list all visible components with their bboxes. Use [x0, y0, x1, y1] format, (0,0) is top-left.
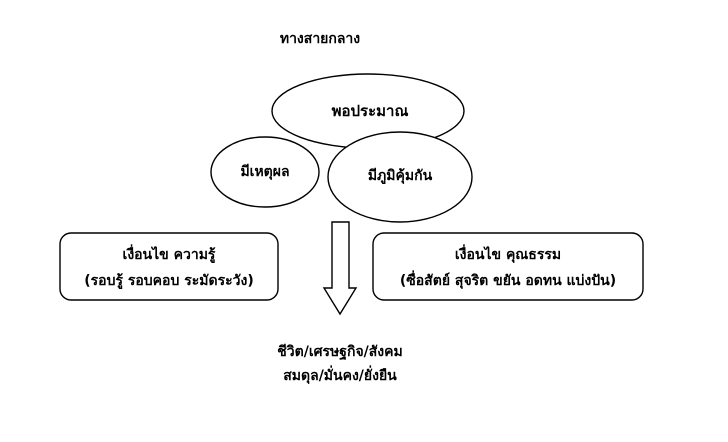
- down-arrow-icon: [322, 221, 358, 316]
- result-line-1: ชีวิต/เศรษฐกิจ/สังคม: [277, 344, 403, 360]
- label-moderation: พอประมาณ: [331, 102, 409, 120]
- virtue-condition-detail: (ซื่อสัตย์ สุจริต ขยัน อดทน แบ่งปัน): [399, 273, 617, 289]
- ellipse-reasonableness: [210, 136, 320, 208]
- virtue-condition-title: เงื่อนไข คุณธรรม: [454, 247, 562, 263]
- knowledge-condition-title: เงื่อนไข ความรู้: [122, 247, 216, 263]
- result-line-2: สมดุล/มั่นคง/ยั่งยืน: [283, 368, 397, 384]
- box-virtue: [372, 232, 644, 301]
- box-knowledge: [59, 232, 279, 301]
- label-reasonableness: มีเหตุผล: [240, 164, 290, 180]
- diagram-title: ทางสายกลาง: [279, 31, 361, 47]
- ellipse-immunity: [327, 131, 473, 223]
- knowledge-condition-detail: (รอบรู้ รอบคอบ ระมัดระวัง): [84, 273, 254, 289]
- label-immunity: มีภูมิคุ้มกัน: [367, 168, 433, 184]
